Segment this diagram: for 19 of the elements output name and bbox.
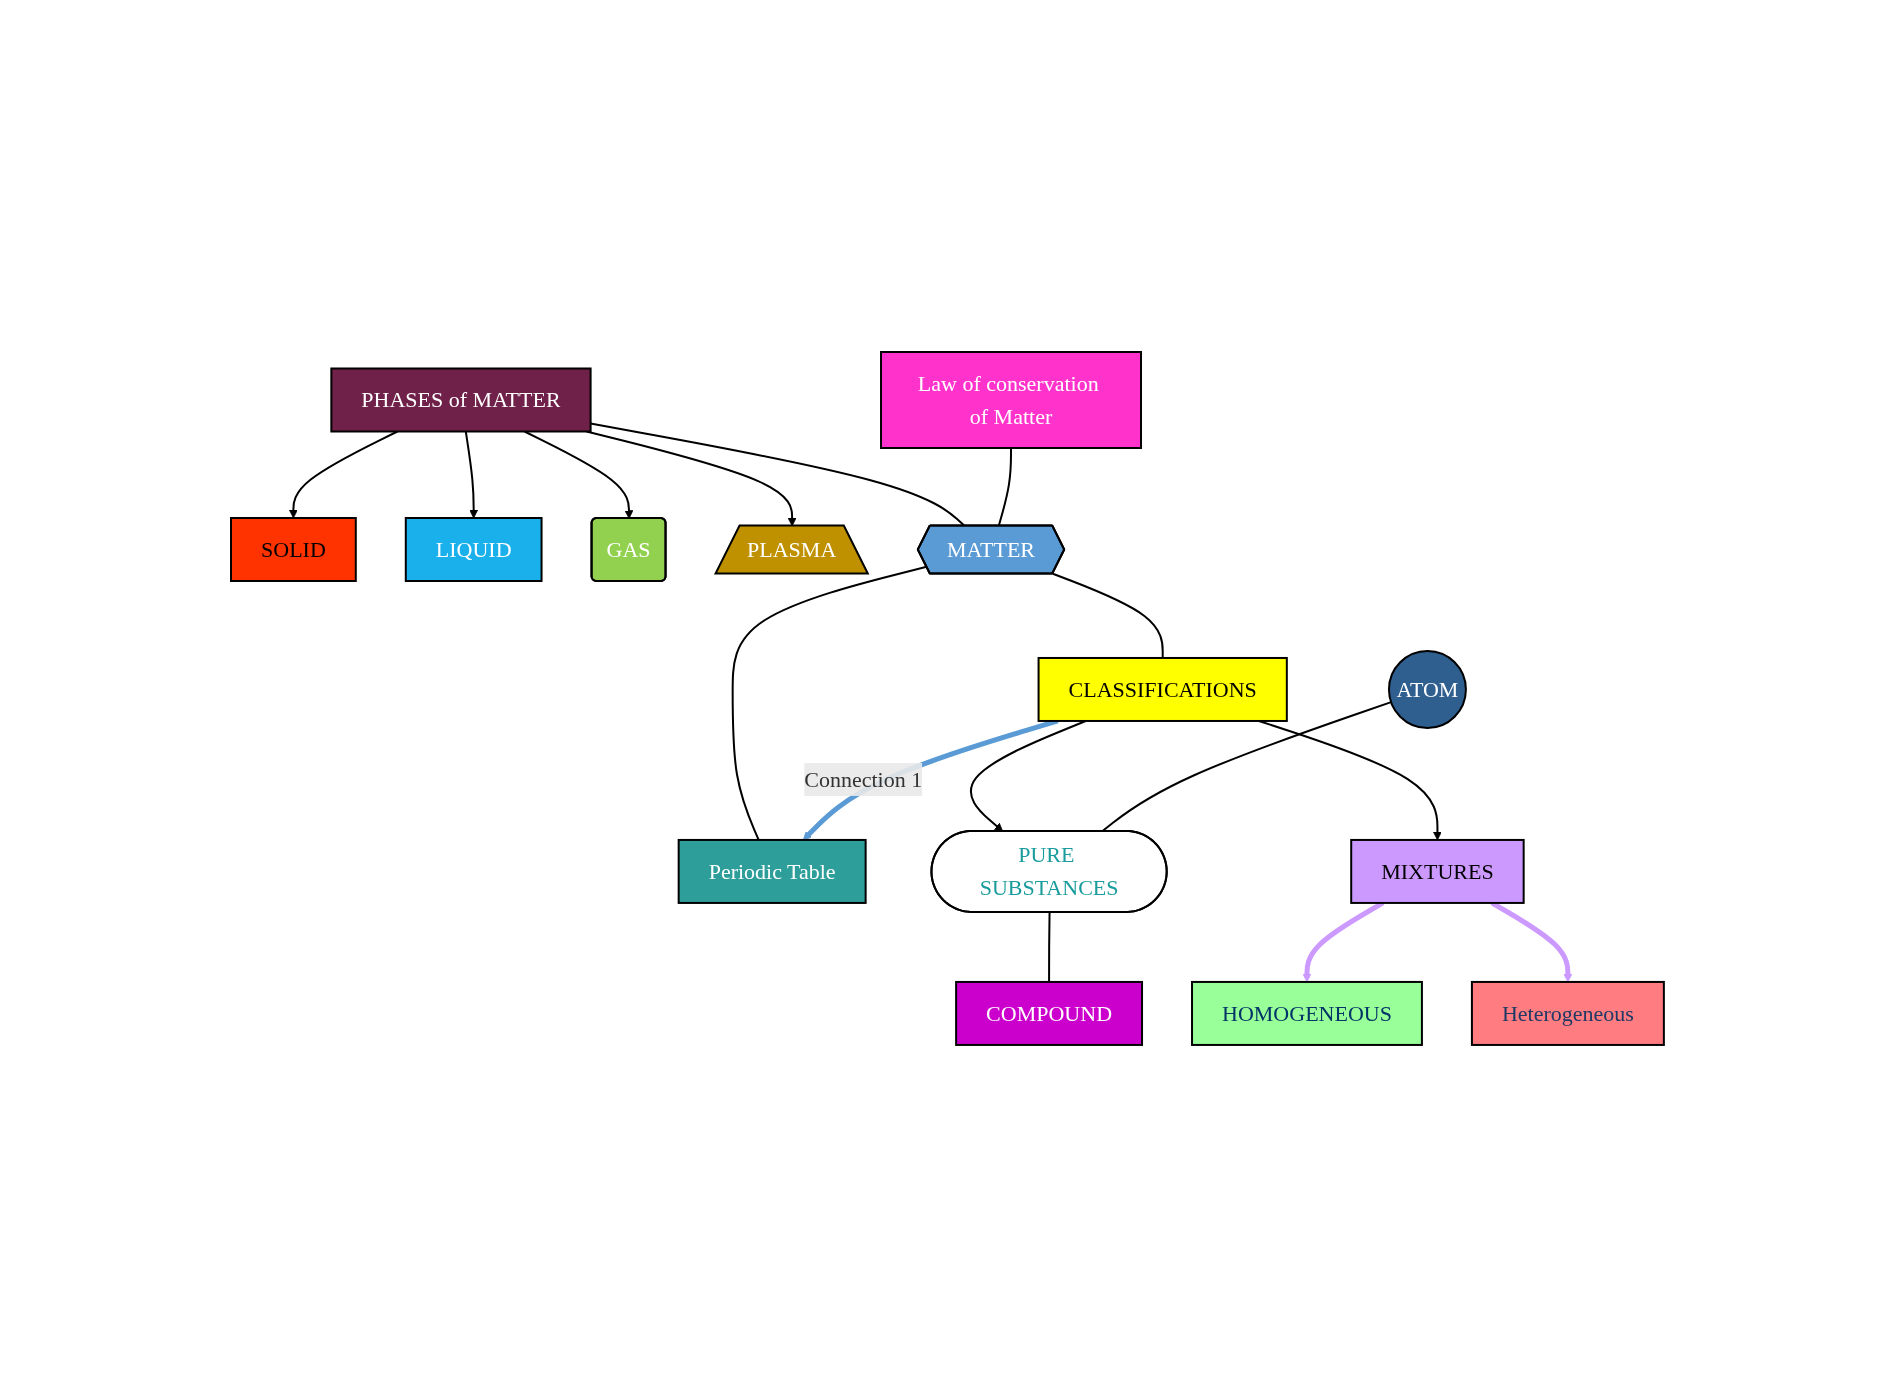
node-circle: ATOM bbox=[1387, 650, 1467, 729]
node-box: PHASES of MATTER bbox=[329, 367, 592, 433]
arrow bbox=[288, 430, 398, 519]
connector bbox=[1051, 572, 1164, 659]
node-box: Periodic Table bbox=[677, 838, 867, 904]
node-box: LIQUID bbox=[404, 517, 543, 583]
arrow bbox=[523, 430, 633, 519]
connector bbox=[1047, 911, 1051, 983]
connector bbox=[731, 565, 928, 841]
node-box: Heterogeneous bbox=[1470, 980, 1665, 1046]
node-box: Law of conservation of Matter bbox=[879, 351, 1142, 450]
node-box: MIXTURES bbox=[1349, 838, 1525, 904]
node-box: CLASSIFICATIONS bbox=[1037, 657, 1288, 722]
arrow bbox=[464, 430, 478, 519]
edge-label: Connection 1 bbox=[803, 766, 922, 792]
node-box: COMPOUND bbox=[954, 980, 1143, 1046]
arrow bbox=[969, 720, 1087, 832]
node-box: HOMOGENEOUS bbox=[1190, 980, 1423, 1046]
node-box: SOLID bbox=[229, 517, 357, 583]
